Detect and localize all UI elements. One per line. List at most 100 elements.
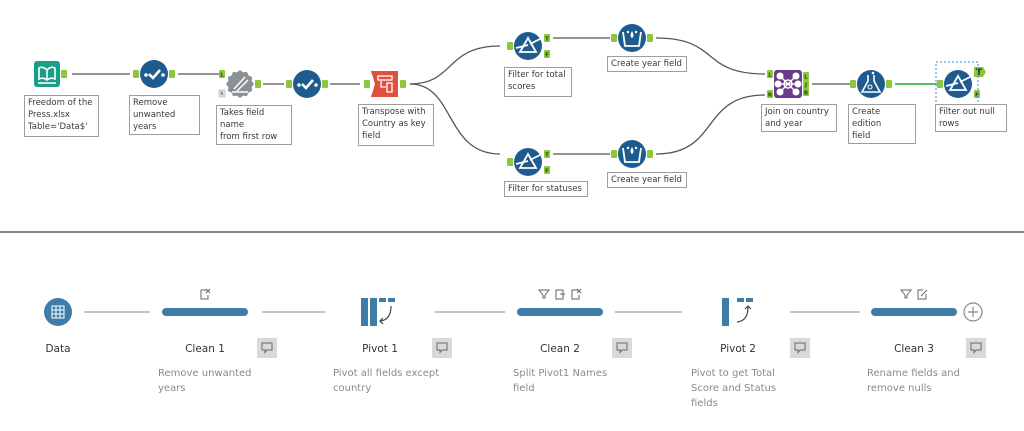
flow-step-clean-1[interactable] bbox=[162, 288, 248, 316]
output-anchor[interactable] bbox=[255, 80, 261, 88]
output-anchor[interactable] bbox=[647, 34, 653, 42]
output-anchor[interactable] bbox=[169, 70, 175, 78]
flow-step-title[interactable]: Data bbox=[45, 343, 71, 355]
clean-step-bar[interactable] bbox=[871, 308, 957, 316]
input-anchor[interactable] bbox=[937, 80, 943, 88]
output-anchor[interactable] bbox=[61, 70, 67, 78]
flow-step-title[interactable]: Clean 2 bbox=[540, 343, 580, 355]
comment-button[interactable] bbox=[612, 338, 632, 358]
tool-select2[interactable] bbox=[293, 70, 321, 98]
left-input-anchor[interactable]: L bbox=[767, 70, 773, 79]
flow-step-pivot-2[interactable] bbox=[722, 298, 753, 326]
tool-filter1[interactable] bbox=[514, 32, 542, 60]
tool-formula2[interactable] bbox=[618, 140, 646, 168]
comment-button[interactable] bbox=[432, 338, 452, 358]
join-output-anchor[interactable]: J bbox=[803, 80, 809, 89]
true-anchor[interactable]: T bbox=[544, 150, 550, 159]
tool-filter2[interactable] bbox=[514, 148, 542, 176]
tool-join[interactable] bbox=[774, 70, 802, 98]
plus-circle-icon[interactable] bbox=[963, 302, 983, 322]
remove-field-icon bbox=[571, 288, 582, 300]
annotation-line: Create year field bbox=[611, 175, 682, 185]
description-line: years bbox=[158, 383, 186, 394]
flow-step-title[interactable]: Pivot 1 bbox=[362, 343, 398, 355]
right-input-anchor[interactable]: R bbox=[767, 90, 773, 99]
output-anchor[interactable] bbox=[322, 80, 328, 88]
left-output-anchor[interactable]: L bbox=[803, 72, 809, 81]
tool-input[interactable] bbox=[34, 61, 60, 87]
flow-step-pivot-1[interactable] bbox=[361, 298, 395, 326]
rename-icon bbox=[917, 289, 928, 300]
flow-step-data[interactable] bbox=[44, 298, 72, 326]
comment-button[interactable] bbox=[257, 338, 277, 358]
annotation-line: Country as key bbox=[362, 119, 426, 129]
input-anchor[interactable] bbox=[611, 150, 617, 158]
input-anchor[interactable] bbox=[286, 80, 292, 88]
true-anchor[interactable]: T bbox=[544, 34, 550, 43]
comment-button[interactable] bbox=[966, 338, 986, 358]
remove-field-icon bbox=[200, 288, 211, 300]
flow-step-clean-3[interactable] bbox=[871, 289, 957, 316]
tool-annotation-formula1[interactable]: Create year field bbox=[607, 56, 687, 72]
true-anchor[interactable]: T bbox=[974, 67, 986, 78]
tool-dynrename[interactable] bbox=[226, 70, 254, 98]
tool-formula3[interactable] bbox=[857, 70, 885, 98]
pivot-icon bbox=[361, 298, 395, 326]
annotation-line: field bbox=[362, 131, 381, 141]
connection-transpose-filter2[interactable] bbox=[409, 83, 501, 155]
tool-annotation-filter2[interactable]: Filter for statuses bbox=[504, 181, 588, 197]
connection-formula2-join[interactable] bbox=[655, 94, 766, 155]
input-anchor[interactable] bbox=[507, 158, 513, 166]
description-line: Pivot to get Total bbox=[691, 368, 775, 379]
annotation-line: Remove bbox=[133, 98, 168, 108]
input-anchor[interactable] bbox=[364, 80, 370, 88]
input-anchor[interactable] bbox=[611, 34, 617, 42]
description-line: Split Pivot1 Names bbox=[513, 368, 608, 379]
flow-step-title[interactable]: Pivot 2 bbox=[720, 343, 756, 355]
tool-annotation-formula2[interactable]: Create year field bbox=[607, 172, 687, 188]
false-anchor[interactable]: F bbox=[974, 90, 980, 99]
tool-filter3[interactable] bbox=[944, 70, 972, 98]
input-anchor-left[interactable]: L bbox=[219, 70, 225, 79]
filter-prism-icon bbox=[515, 152, 541, 169]
input-anchor[interactable] bbox=[850, 80, 856, 88]
checkmark-icon bbox=[297, 79, 318, 90]
description-line: field bbox=[513, 383, 535, 394]
output-anchor[interactable] bbox=[886, 80, 892, 88]
clean-step-bar[interactable] bbox=[162, 308, 248, 316]
output-anchor[interactable] bbox=[647, 150, 653, 158]
svg-text:F: F bbox=[975, 93, 979, 99]
tool-formula1[interactable] bbox=[618, 24, 646, 52]
comment-button[interactable] bbox=[790, 338, 810, 358]
flow-step-title[interactable]: Clean 1 bbox=[185, 343, 225, 355]
connection-transpose-filter1[interactable] bbox=[409, 45, 501, 85]
comment-icon bbox=[616, 342, 628, 354]
false-anchor[interactable]: F bbox=[544, 166, 550, 175]
tool-transpose[interactable] bbox=[371, 71, 398, 97]
false-anchor[interactable]: F bbox=[544, 50, 550, 59]
output-anchor[interactable] bbox=[400, 80, 406, 88]
flow-step-title[interactable]: Clean 3 bbox=[894, 343, 934, 355]
flow-step-clean-2[interactable] bbox=[517, 288, 603, 316]
filter-icon bbox=[537, 289, 551, 299]
input-anchor[interactable] bbox=[133, 70, 139, 78]
input-anchor-right[interactable]: R bbox=[218, 89, 226, 98]
filter-prism-icon bbox=[945, 74, 971, 91]
input-anchor[interactable] bbox=[507, 42, 513, 50]
connection-formula1-join[interactable] bbox=[655, 37, 766, 75]
clean-step-bar[interactable] bbox=[517, 308, 603, 316]
annotation-line: from first row bbox=[220, 132, 278, 142]
right-output-anchor[interactable]: R bbox=[803, 88, 809, 97]
tool-select1[interactable] bbox=[140, 60, 168, 88]
transpose-icon bbox=[377, 75, 393, 93]
